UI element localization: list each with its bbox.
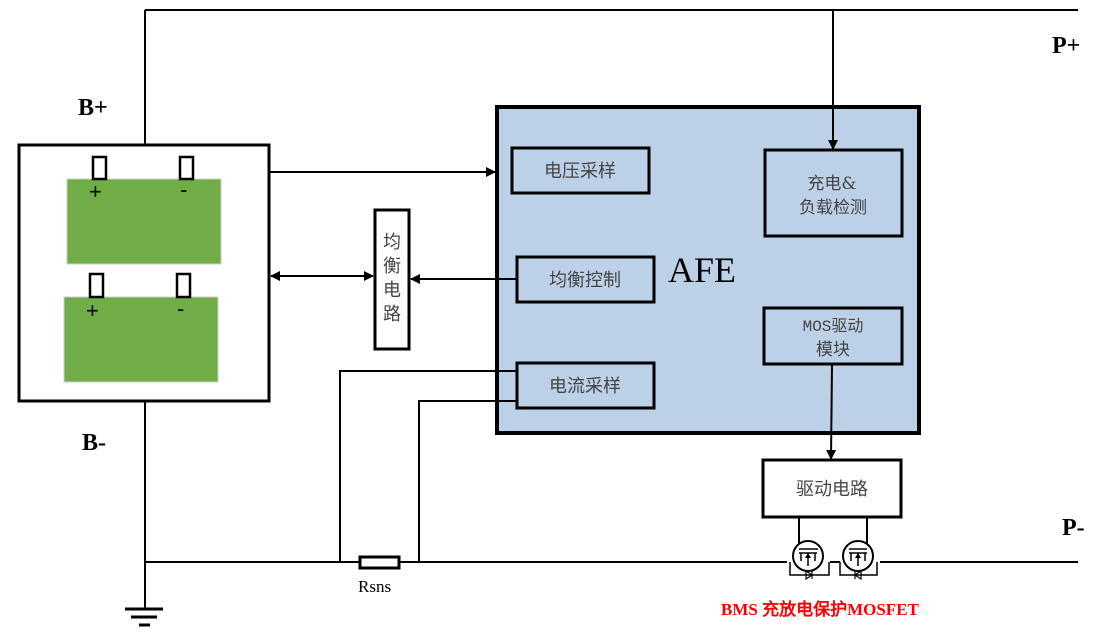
current-sampling-label: 电流采样: [549, 376, 621, 397]
afe-title: AFE: [668, 250, 736, 290]
mos-driver-label-1: MOS驱动: [803, 317, 864, 336]
current-sampling-module: 电流采样: [515, 361, 656, 410]
balance-circuit-char: 电: [383, 280, 401, 301]
driver-circuit: 驱动电路: [761, 458, 903, 519]
voltage-sampling-module: 电压采样: [510, 146, 651, 195]
mosfet-caption: BMS 充放电保护MOSFET: [721, 599, 920, 619]
p-plus-label: P+: [1052, 33, 1080, 59]
diode-icon: [805, 569, 814, 581]
positive-terminal-icon: [88, 272, 105, 299]
negative-terminal-icon: [175, 272, 192, 299]
charge-load-detect-label-1: 充电&: [807, 174, 856, 194]
balance-circuit-char: 路: [383, 304, 401, 325]
balance-circuit: 均 衡 电 路: [373, 208, 411, 351]
battery-cell-2: + -: [63, 272, 219, 383]
afe-block: AFE 电压采样 均衡控制 电流采样 充电& 负载检测 MOS驱动 模块: [495, 105, 921, 435]
p-minus-label: P-: [1062, 515, 1085, 541]
diode-icon: [853, 569, 862, 581]
cell-positive-sign: +: [86, 298, 99, 323]
current-sense-wires: [339, 370, 517, 561]
balance-control-module: 均衡控制: [515, 255, 656, 304]
b-plus-label: B+: [78, 95, 108, 121]
charge-load-detect-module: 充电& 负载检测: [763, 148, 904, 238]
mosfet-icon: [839, 540, 878, 581]
balance-control-label: 均衡控制: [549, 270, 621, 291]
mos-driver-module: MOS驱动 模块: [762, 306, 904, 366]
voltage-sampling-label: 电压采样: [544, 161, 616, 182]
sense-resistor-label: Rsns: [358, 577, 391, 596]
ground-icon: [125, 607, 163, 627]
mosfet-icon: [789, 540, 830, 581]
cell-negative-sign: -: [180, 177, 187, 202]
cell-negative-sign: -: [177, 296, 184, 321]
p-plus-bus: [144, 9, 1078, 145]
driver-circuit-label: 驱动电路: [796, 479, 868, 500]
resistor-icon: [358, 555, 401, 570]
negative-terminal-icon: [178, 155, 195, 181]
positive-terminal-icon: [91, 155, 108, 181]
battery-pack: + - + -: [17, 143, 271, 403]
balance-circuit-char: 均: [383, 232, 401, 253]
battery-cell-1: + -: [66, 155, 222, 265]
b-minus-rail: [144, 401, 1078, 610]
cell-positive-sign: +: [89, 179, 102, 204]
charge-load-detect-label-2: 负载检测: [799, 198, 867, 218]
balance-circuit-char: 衡: [383, 256, 401, 277]
sense-resistor: Rsns: [358, 555, 401, 596]
mos-driver-label-2: 模块: [816, 340, 850, 360]
b-minus-label: B-: [82, 430, 106, 456]
mos-driver-arrow: [826, 363, 837, 460]
